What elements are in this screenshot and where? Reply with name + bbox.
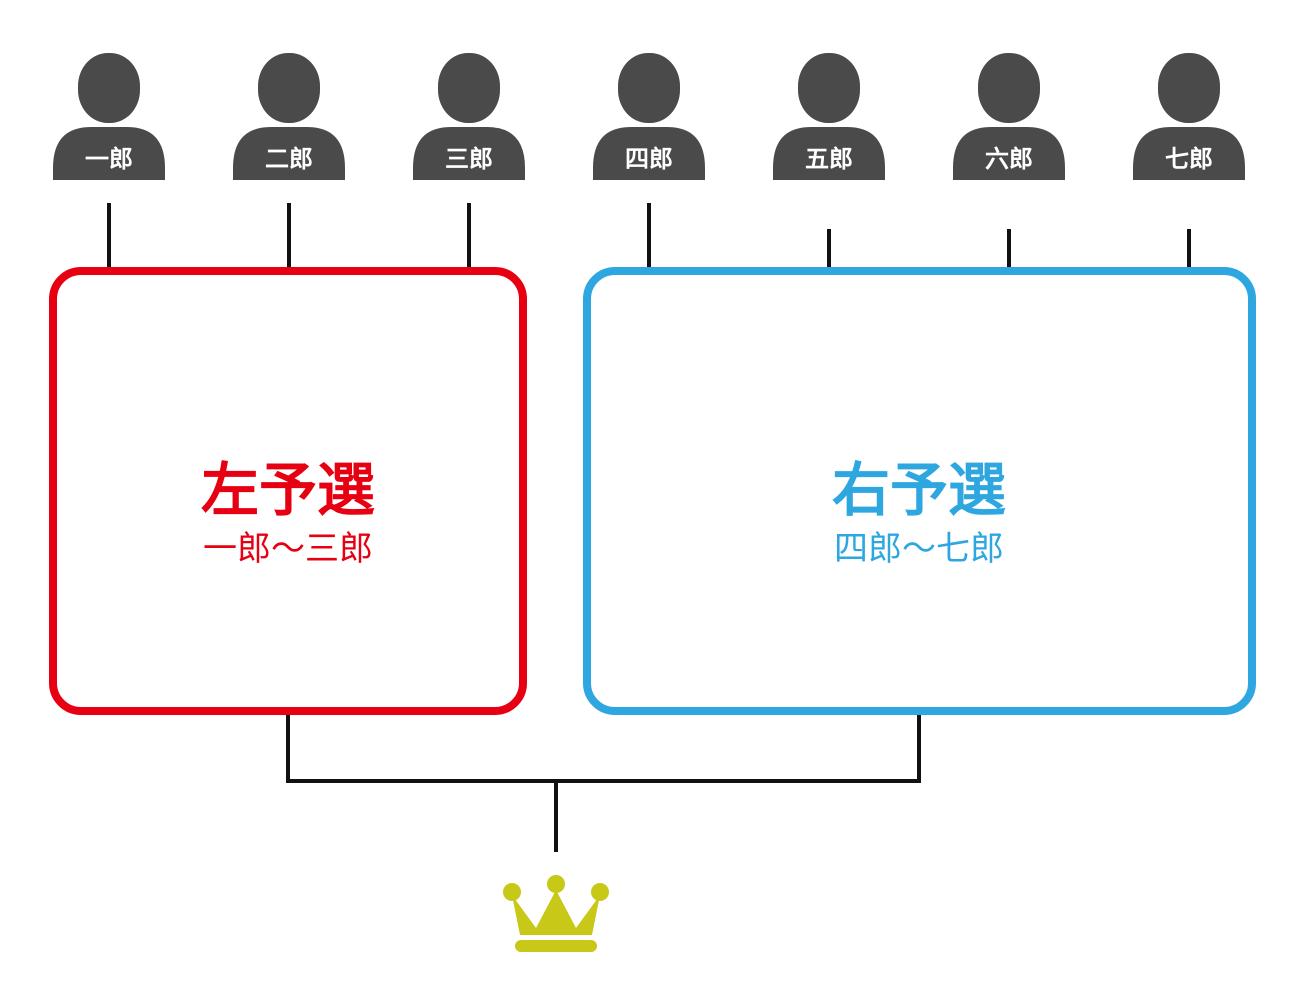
person-body xyxy=(413,127,525,180)
crown-tip-left xyxy=(503,883,521,901)
player-name-label: 二郎 xyxy=(265,145,313,173)
left-group-subtitle: 一郎～三郎 xyxy=(203,529,373,569)
person-head xyxy=(798,53,860,123)
crown-body xyxy=(512,890,600,935)
right-group-title: 右予選 xyxy=(832,456,1006,524)
player-name-label: 三郎 xyxy=(445,145,493,173)
player-name-label: 五郎 xyxy=(805,145,853,173)
player-1: 一郎 xyxy=(53,53,165,180)
final-connector xyxy=(286,715,921,852)
person-icon xyxy=(593,53,705,180)
player-5: 五郎 xyxy=(773,53,885,180)
player-name-label: 六郎 xyxy=(985,145,1033,173)
crown-tip-center xyxy=(547,875,565,893)
person-icon xyxy=(953,53,1065,180)
person-icon xyxy=(773,53,885,180)
final-bracket-line xyxy=(286,715,921,852)
left-group: 左予選 一郎～三郎 xyxy=(49,267,527,715)
player-name-label: 七郎 xyxy=(1165,145,1213,173)
person-head xyxy=(258,53,320,123)
right-group-box xyxy=(583,267,1256,715)
player-connectors xyxy=(107,203,1191,271)
right-group: 右予選 四郎～七郎 xyxy=(583,267,1256,715)
crown-base xyxy=(515,940,597,952)
left-group-box xyxy=(49,267,527,715)
person-body xyxy=(233,127,345,180)
right-group-subtitle: 四郎～七郎 xyxy=(834,529,1004,569)
players-row: 一郎 二郎 三郎 四郎 五郎 六郎 七郎 xyxy=(53,53,1245,180)
person-head xyxy=(78,53,140,123)
crown-tip-right xyxy=(591,883,609,901)
person-icon xyxy=(233,53,345,180)
person-head xyxy=(618,53,680,123)
person-body xyxy=(773,127,885,180)
person-head xyxy=(978,53,1040,123)
player-6: 六郎 xyxy=(953,53,1065,180)
person-icon xyxy=(1133,53,1245,180)
person-icon xyxy=(53,53,165,180)
player-7: 七郎 xyxy=(1133,53,1245,180)
person-body xyxy=(53,127,165,180)
person-body xyxy=(953,127,1065,180)
player-name-label: 四郎 xyxy=(625,145,673,173)
person-icon xyxy=(413,53,525,180)
person-head xyxy=(1158,53,1220,123)
player-4: 四郎 xyxy=(593,53,705,180)
crown-icon xyxy=(503,875,609,952)
person-body xyxy=(593,127,705,180)
player-2: 二郎 xyxy=(233,53,345,180)
left-group-title: 左予選 xyxy=(201,456,375,524)
person-body xyxy=(1133,127,1245,180)
player-name-label: 一郎 xyxy=(85,145,133,173)
player-3: 三郎 xyxy=(413,53,525,180)
person-head xyxy=(438,53,500,123)
